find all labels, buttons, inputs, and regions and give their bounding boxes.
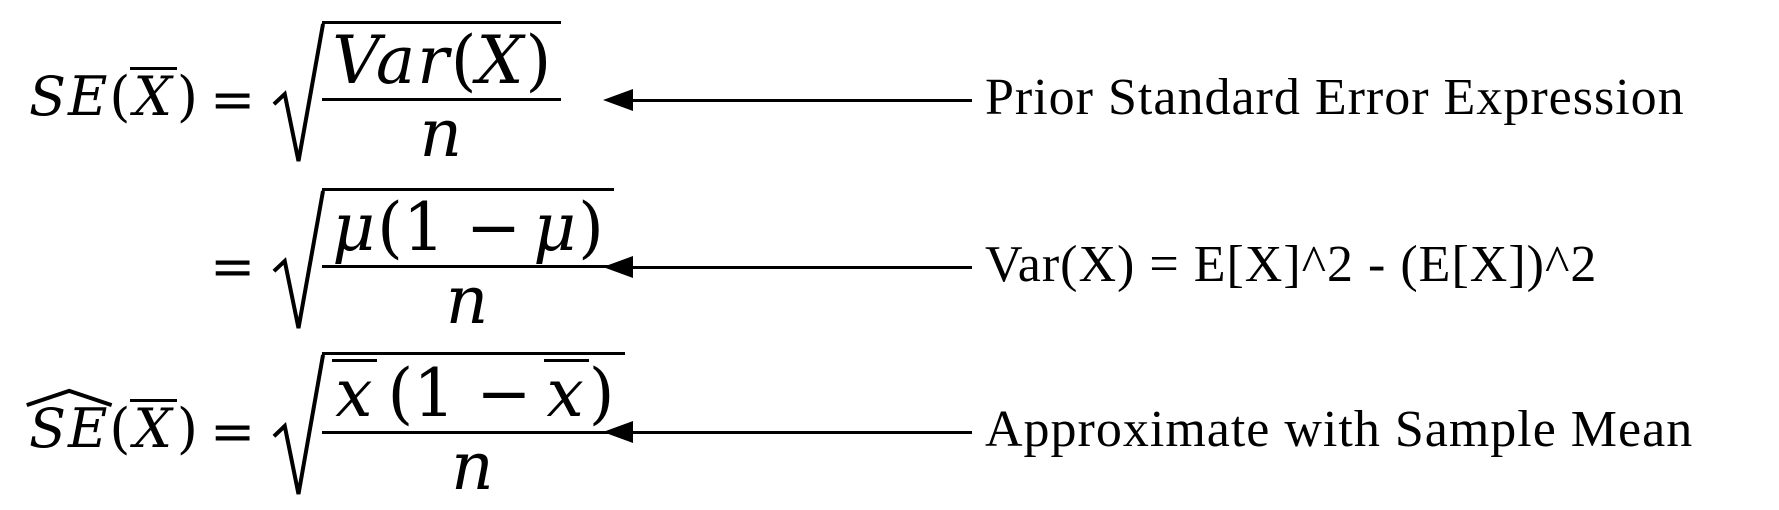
numerator-open: (: [450, 22, 477, 99]
radical-icon: [271, 21, 325, 167]
radical-icon: [271, 188, 325, 334]
paren-close: ): [176, 64, 198, 128]
equals-sign: =: [210, 400, 256, 463]
se-label: SE: [28, 396, 110, 460]
paren-open: (: [109, 64, 131, 128]
equation-lhs: SE(X): [12, 64, 198, 128]
square-root: Var(X) n: [271, 21, 562, 172]
se-hat: SE: [29, 402, 109, 456]
arrow-head-icon: [603, 89, 633, 111]
numerator-xbar: x: [335, 355, 375, 432]
numerator-close: ): [588, 355, 615, 432]
numerator-close: ): [578, 189, 604, 266]
numerator-mu2: μ: [533, 189, 579, 266]
fraction-denominator: n: [445, 262, 491, 339]
equals-sign: =: [210, 68, 256, 131]
xbar-overline: X: [130, 66, 177, 123]
annotation-label: Approximate with Sample Mean: [985, 400, 1694, 458]
annotation-label: Prior Standard Error Expression: [985, 68, 1685, 126]
equals-sign: =: [210, 235, 256, 298]
radicand: μ(1 −μ) n: [322, 188, 614, 334]
fraction-numerator: μ(1 −μ): [322, 191, 614, 268]
xbar-label: X: [133, 396, 174, 460]
se-label: SE: [28, 64, 110, 128]
paren-close: ): [176, 396, 198, 460]
numerator-close: ): [525, 22, 552, 99]
xbar-label: X: [133, 64, 174, 128]
arrow-head-icon: [603, 421, 633, 443]
numerator-one-minus: (1 −: [387, 355, 532, 432]
arrow-head-icon: [603, 256, 633, 278]
square-root: μ(1 −μ) n: [271, 188, 614, 334]
numerator-one-minus: (1 −: [377, 189, 522, 266]
fraction-numerator: Var(X): [322, 22, 562, 101]
fraction-numerator: x(1 −x): [322, 355, 625, 434]
equation-lhs: SE (X): [12, 399, 198, 456]
arrow-line: [628, 98, 972, 102]
arrow-line: [628, 430, 972, 434]
radical-icon: [271, 352, 325, 500]
arrow-line: [628, 265, 972, 269]
xbar-overline: X: [130, 398, 177, 455]
square-root: x(1 −x) n: [271, 352, 625, 505]
numerator-mu: μ: [332, 189, 378, 266]
paren-open: (: [109, 396, 131, 460]
xbar-overline: x: [543, 359, 589, 427]
radicand: x(1 −x) n: [322, 352, 625, 505]
wide-hat-icon: [25, 388, 113, 407]
fraction-denominator: n: [419, 95, 465, 172]
numerator-var: Var: [332, 22, 451, 99]
numerator-x: X: [476, 22, 526, 99]
xbar-overline: x: [332, 359, 378, 427]
fraction-denominator: n: [451, 428, 496, 505]
annotation-label: Var(X) = E[X]^2 - (E[X])^2: [985, 235, 1598, 293]
numerator-xbar2: x: [546, 355, 586, 432]
radicand: Var(X) n: [322, 21, 562, 172]
